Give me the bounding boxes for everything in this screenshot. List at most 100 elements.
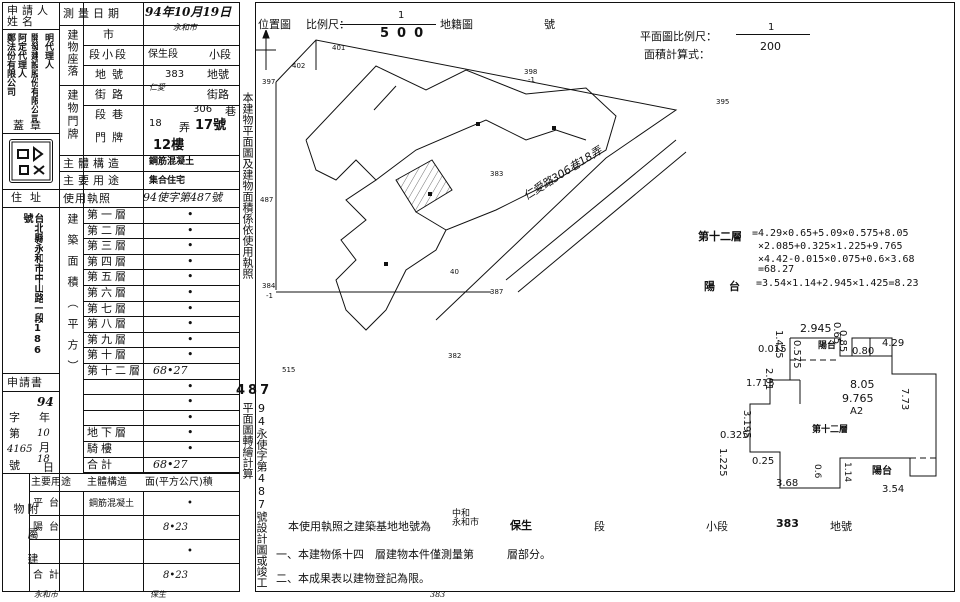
street-label: 街路 [95,88,129,101]
section-label: 段小段 [89,48,128,61]
floor-row-label: 第十層 [87,348,129,362]
area-formula-label: 面積計算式： [644,48,710,61]
plan-dimension: 陽台 [818,341,837,351]
floor-plan [749,337,937,489]
north-arrow-head-icon [262,30,270,39]
plan-scale-label: 平面圖比例尺： [640,30,717,43]
map-label: -1 [266,292,273,300]
map-label: 515 [282,366,296,374]
structure-label: 主體構造 [63,157,123,170]
balcony-expr: =3.54×1.14+2.945×1.425=8.23 [756,278,919,289]
plan-scale-den: 200 [760,40,781,53]
map-number-label: 號 [544,18,555,31]
application-month-suffix: 月 [39,441,50,454]
floor-row-value: • [187,239,194,253]
plan-dimension: 8.05 [850,378,875,391]
map-marker-icon [552,126,556,130]
bottom-note-1: 永和市 [34,590,58,599]
address-value: 台北縣永和市中山路一段186號 [21,213,43,356]
floor-row-value: • [187,301,194,315]
attached-struct: 鋼筋混凝土 [89,499,135,509]
floor12-expr-1: =4.29×0.65+5.09×0.575+8.05 [752,228,909,239]
floor-row-label: 地下層 [87,426,129,440]
floor-row-label: 第五層 [87,270,129,284]
map-label: 384 [262,282,276,290]
land-value: 383 [165,69,185,80]
plan-scale-num: 1 [768,22,775,33]
plan-dimension: 0.325 [720,430,749,441]
doorplate-value: 17號 [195,118,227,133]
scale-den: 500 [380,26,432,41]
map-label: 387 [490,288,504,296]
floor-row-label: 合計 [87,457,115,471]
lane-suffix: 巷 [225,105,236,118]
floor-row-label: 第四層 [87,254,129,268]
bottom-note-3: 383 [430,590,446,599]
footer-line2: 一、本建物係十四 層建物本件僅測量第 層部分。 [276,548,551,561]
street-suffix: 街路 [207,88,229,101]
map-label: 382 [448,352,462,360]
footer-line1-section: 保生 [510,519,532,532]
vertical-note-license: 94永使字第487號設計圖或竣工平面圖轉繪計算 [241,402,268,588]
map-label: 398 [524,68,538,76]
map-label: 397 [262,78,276,86]
floor-row-value: • [187,442,194,455]
survey-date-value: 94年10月19日 [145,5,232,19]
floor-row-label: 第三層 [87,239,129,253]
attached-col-struct: 主體構造 [87,477,127,488]
seal-stamp-icon [11,141,51,181]
plan-dimension: 3.54 [882,484,905,495]
footer-line1-duan: 段 [594,520,605,533]
floor-row-label: 騎樓 [87,442,115,455]
name-label: 姓名 [7,15,37,28]
alley-suffix: 弄 [179,121,190,134]
application-day-suffix: 日 [43,461,54,474]
floor12-expr-3: ×4.42-0.015×0.075+0.6×3.68 [758,254,915,265]
survey-date-label: 測量日期 [63,7,123,20]
floor-row-label: 第一層 [87,208,129,221]
license-value: 94使字第487號 [143,191,222,204]
floor-row-value: • [187,410,194,424]
floor-row-value: 68•27 [153,457,188,471]
application-no: 第 [9,427,20,440]
map-label: 401 [332,44,346,52]
floor-row-value: • [187,208,194,221]
map-label: -1 [528,76,535,84]
section-value: 保生段 [148,49,178,60]
location-map-label: 位置圖 [258,18,291,31]
footer-line1-small: 小段 [706,520,728,533]
map-label: 40 [450,268,459,276]
attached-area: • [187,498,193,509]
building-survey-form: 申請人 姓名 鄭法份有限公司 阿定代理人 開發建設股份有限公司 明代理人 蓋章 … [2,2,240,592]
floor12-label: 第十二層 [698,230,742,243]
footer-line1-pre: 本使用執照之建築基地地號為 [288,520,431,533]
map-marker-icon [476,122,480,126]
floor-row-value: • [187,395,194,409]
license-label: 使用執照 [63,192,111,205]
floor-row-label: 第七層 [87,301,129,315]
application-label: 申請書 [7,376,43,389]
plan-dimension: 0.6 [812,464,822,479]
attached-area: 8•23 [163,522,188,533]
plan-dimension: 0.575 [791,340,802,369]
floor-row-label: 第十二層 [87,364,143,377]
plan-dimension: 7.73 [899,388,910,411]
usage-label: 主要用途 [63,174,123,187]
land-label: 地號 [95,68,129,81]
applicant-label: 申請人 [7,4,52,17]
floors-label: 建築面積（平方） [66,213,79,381]
company-2: 阿定代理人 [16,33,26,78]
floor-row-value: • [187,332,194,346]
application-year-suffix: 年 [39,411,50,424]
plan-dimension: 1.14 [842,462,852,483]
footer-line1-land: 地號 [830,520,852,533]
map-label: 395 [716,98,730,106]
floor-value: 12樓 [153,138,185,153]
plan-dimension: 3.68 [776,478,799,489]
lane-label: 段巷 [95,108,129,121]
land-suffix: 地號 [207,68,229,81]
attached-use: 平台 [33,498,65,509]
small-section: 小段 [209,48,231,61]
address-label: 住址 [11,191,49,204]
